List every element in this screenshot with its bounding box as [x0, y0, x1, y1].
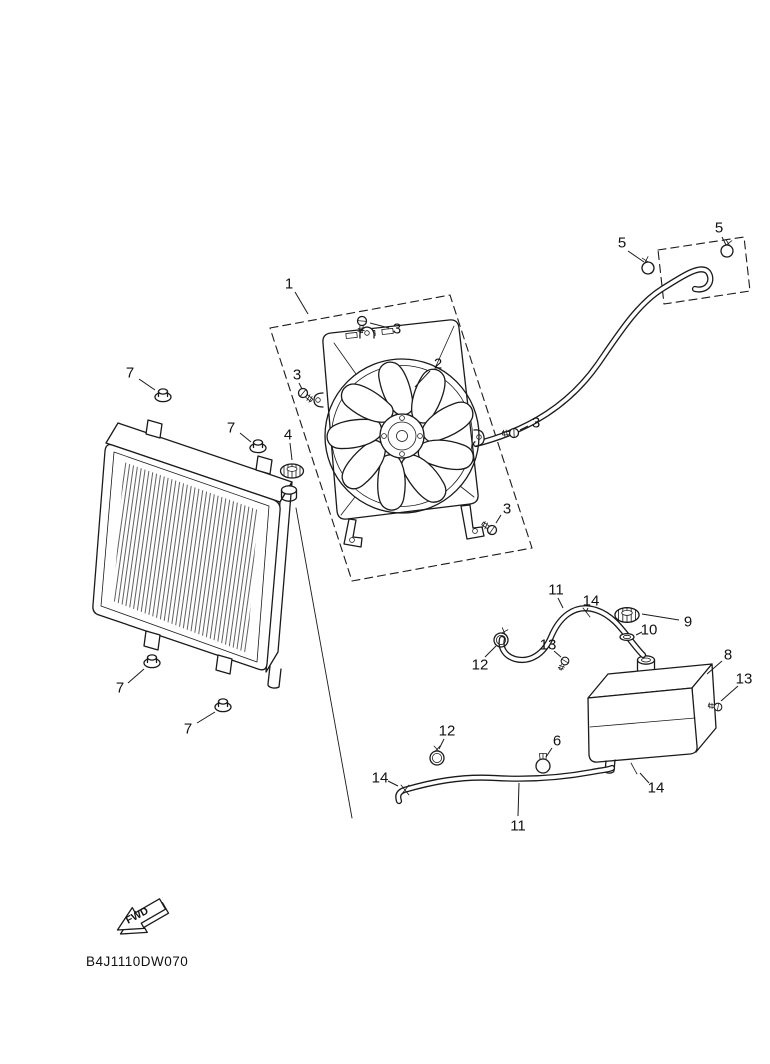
- callout-label-3: 3: [503, 501, 511, 518]
- reservoir-seal: [619, 632, 635, 642]
- callout-label-14: 14: [648, 780, 665, 797]
- reservoir-tank: [587, 655, 717, 774]
- callout-leader: [706, 660, 723, 675]
- callout-label-10: 10: [641, 622, 658, 639]
- fwd-arrow: FWD: [116, 898, 170, 935]
- assembly-box-shroud: [269, 294, 533, 582]
- callout-leader: [294, 291, 309, 315]
- paint-mark: [400, 784, 410, 796]
- hose-clamp: [429, 745, 445, 766]
- callout-label-14: 14: [372, 770, 389, 787]
- callout-label-12: 12: [472, 657, 489, 674]
- callout-leader: [585, 607, 589, 613]
- callout-leader: [438, 738, 445, 750]
- callout-leader: [138, 378, 156, 391]
- callout-leader: [239, 432, 252, 443]
- callout-label-14: 14: [583, 593, 600, 610]
- callout-label-7: 7: [116, 680, 124, 697]
- callout-label-13: 13: [540, 637, 557, 654]
- grommet: [214, 698, 232, 713]
- callout-label-6: 6: [553, 733, 561, 750]
- paint-mark: [630, 762, 638, 775]
- radiator-cap: [279, 463, 305, 479]
- callout-label-13: 13: [736, 671, 753, 688]
- callout-label-3: 3: [393, 321, 401, 338]
- screw: [296, 386, 316, 405]
- callout-label-7: 7: [227, 420, 235, 437]
- routing-line: [295, 507, 353, 819]
- reservoir-cap: [614, 606, 640, 624]
- callout-leader: [484, 645, 497, 658]
- callout-label-12: 12: [439, 723, 456, 740]
- callout-label-8: 8: [724, 647, 732, 664]
- callout-leader: [196, 711, 216, 724]
- callout-leader: [519, 425, 529, 431]
- cooling-fan: [324, 361, 479, 514]
- hose-clip: [638, 255, 656, 276]
- callout-label-3: 3: [532, 415, 540, 432]
- callout-leader: [298, 382, 303, 390]
- callout-label-7: 7: [184, 721, 192, 738]
- drawing-code: B4J1110DW070: [86, 954, 188, 969]
- grommet: [143, 654, 161, 669]
- callout-leader: [557, 597, 564, 609]
- callout-label-11: 11: [548, 582, 564, 599]
- reservoir-hose-lower: [395, 764, 616, 805]
- callout-leader: [387, 780, 399, 787]
- callout-label-5: 5: [618, 235, 626, 252]
- callout-label-11: 11: [510, 818, 526, 835]
- callout-label-4: 4: [284, 427, 292, 444]
- callout-leader: [553, 650, 562, 658]
- callout-leader: [517, 782, 520, 817]
- paint-mark: [582, 607, 591, 618]
- callout-leader: [289, 442, 293, 461]
- callout-label-9: 9: [684, 614, 692, 631]
- hose-clip: [719, 238, 736, 259]
- callout-leader: [627, 250, 645, 263]
- hose-clamp-screw-type: [535, 752, 551, 774]
- callout-leader: [639, 772, 650, 784]
- callout-leader: [127, 668, 145, 684]
- callout-leader: [545, 747, 553, 758]
- callout-label-3: 3: [293, 367, 301, 384]
- callout-label-7: 7: [126, 365, 134, 382]
- callout-leader: [635, 631, 643, 636]
- breather-hose: [472, 266, 714, 448]
- callout-leader: [414, 370, 431, 388]
- callout-label-2: 2: [434, 356, 442, 373]
- assembly-box-hose-end: [657, 236, 751, 305]
- callout-leader: [641, 613, 680, 621]
- callout-leader: [495, 514, 502, 524]
- callout-label-1: 1: [285, 276, 293, 293]
- grommet: [249, 439, 267, 454]
- callout-leader: [721, 236, 727, 246]
- callout-leader: [720, 685, 739, 702]
- callout-leader: [369, 322, 390, 329]
- callout-label-5: 5: [715, 220, 723, 237]
- grommet: [154, 388, 172, 403]
- screw: [556, 655, 571, 672]
- reservoir-hose-upper: [498, 605, 647, 663]
- radiator: [92, 419, 298, 689]
